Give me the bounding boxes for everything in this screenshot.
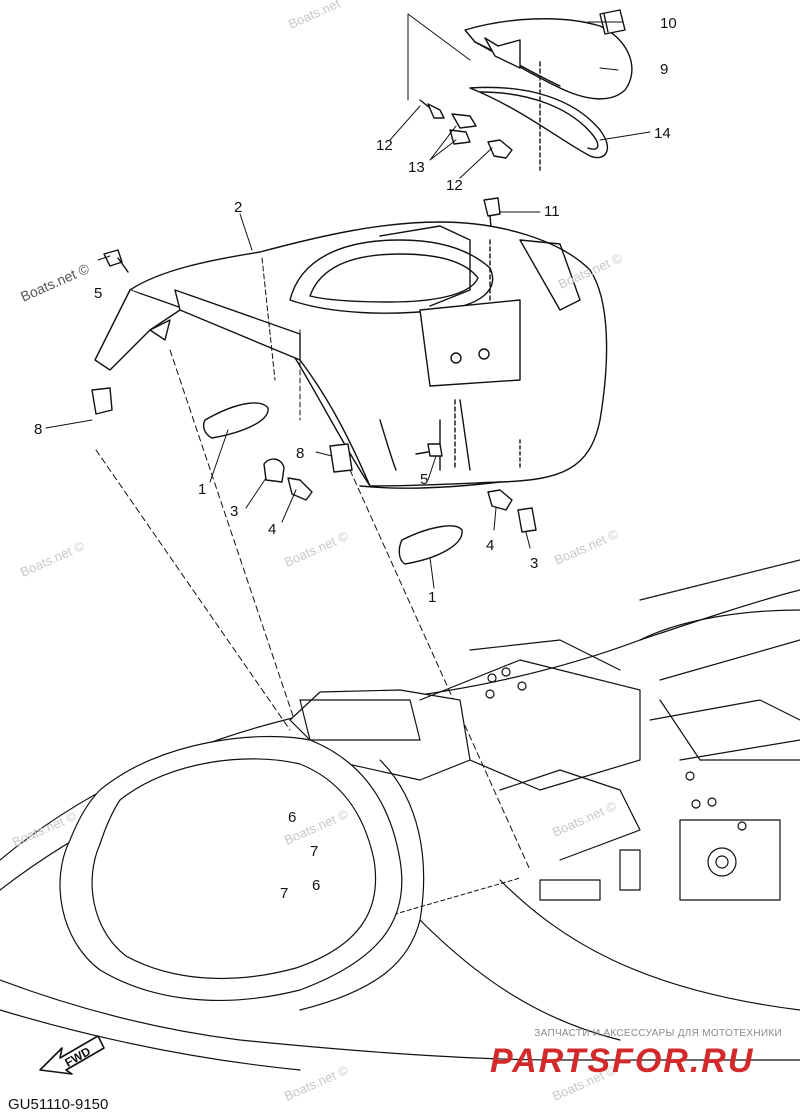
bolt-part-4-b xyxy=(487,489,513,511)
fwd-arrow-icon xyxy=(39,1035,105,1075)
callout-label: 3 xyxy=(230,503,239,520)
callout-label: 12 xyxy=(446,177,463,194)
callout-label: 1 xyxy=(198,481,207,498)
callout-label: 1 xyxy=(428,589,437,606)
screw-part-5-a xyxy=(103,249,129,273)
callout-label: 10 xyxy=(660,15,677,32)
callout-label: 5 xyxy=(420,471,429,488)
footer-brand-logo: PARTSFOR.RU xyxy=(490,1042,755,1080)
lid-assembly xyxy=(407,9,633,239)
callout-label: 4 xyxy=(486,537,495,554)
block-part-8-b xyxy=(329,443,353,473)
callout-label: 4 xyxy=(268,521,277,538)
hood-part-2 xyxy=(94,221,608,489)
pad-part-1-a xyxy=(203,402,269,439)
callout-label: 12 xyxy=(376,137,393,154)
callout-label: 6 xyxy=(288,809,297,826)
screw-part-5-b xyxy=(415,443,443,457)
seal-part-14 xyxy=(469,86,609,159)
hull-deck xyxy=(0,559,800,1071)
pin-part-12-b xyxy=(487,139,513,159)
footer-tagline: ЗАПЧАСТИ И АКСЕССУАРЫ ДЛЯ МОТОТЕХНИКИ xyxy=(534,1028,782,1039)
callout-label: 14 xyxy=(654,125,671,142)
callout-label: 8 xyxy=(34,421,43,438)
lid-part-9 xyxy=(464,18,633,100)
grommet-part-3-a xyxy=(263,458,285,483)
diagram-code: GU51110-9150 xyxy=(8,1096,109,1113)
callout-label: 9 xyxy=(660,61,669,78)
callout-label: 7 xyxy=(310,843,319,860)
bolt-part-4-a xyxy=(287,477,313,501)
pad-part-1-b xyxy=(398,525,463,565)
block-part-8-a xyxy=(91,387,113,415)
callout-label: 8 xyxy=(296,445,305,462)
clip-part-13-a xyxy=(451,113,477,129)
callout-label: 11 xyxy=(544,203,560,220)
grommet-part-3-b xyxy=(517,507,537,533)
callout-label: 5 xyxy=(94,285,103,302)
callout-label: 3 xyxy=(530,555,539,572)
pin-part-12-a xyxy=(419,99,445,119)
callout-label: 2 xyxy=(234,199,243,216)
callout-label: 7 xyxy=(280,885,289,902)
callout-label: 13 xyxy=(408,159,425,176)
callout-label: 6 xyxy=(312,877,321,894)
